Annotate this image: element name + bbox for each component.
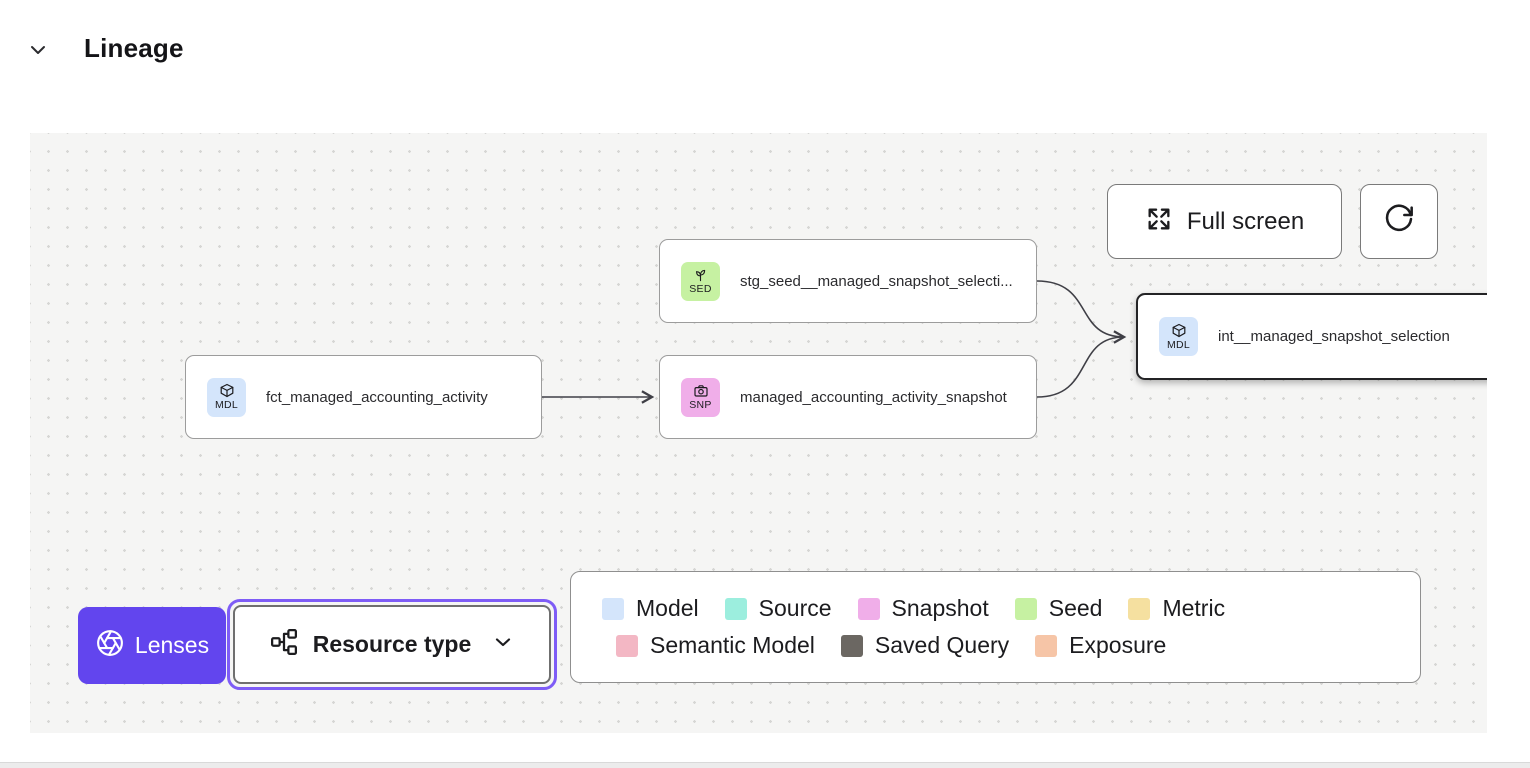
cube-icon [1172, 323, 1185, 337]
node-label: fct_managed_accounting_activity [266, 388, 488, 406]
fullscreen-button[interactable]: Full screen [1107, 184, 1342, 259]
resource-type-legend: Model Source Snapshot Seed Metric [570, 571, 1421, 683]
legend-item-model: Model [602, 595, 699, 622]
legend-item-source: Source [724, 595, 832, 622]
section-divider [0, 762, 1530, 768]
model-badge: MDL [1159, 317, 1198, 356]
legend-item-metric: Metric [1128, 595, 1225, 622]
camera-icon [693, 385, 708, 397]
model-badge: MDL [207, 377, 246, 417]
lenses-button[interactable]: Lenses [78, 607, 226, 684]
section-header: Lineage [0, 0, 1530, 100]
source-swatch [724, 597, 747, 620]
legend-item-saved-query: Saved Query [840, 632, 1009, 659]
chevron-down-icon[interactable] [26, 38, 50, 62]
node-label: stg_seed__managed_snapshot_selecti... [740, 272, 1013, 290]
seed-badge: SED [681, 261, 720, 301]
fullscreen-label: Full screen [1186, 207, 1305, 235]
dag-node-seed[interactable]: SED stg_seed__managed_snapshot_selecti..… [659, 239, 1037, 323]
seed-swatch [1014, 597, 1037, 620]
dag-node-snapshot[interactable]: SNP managed_accounting_activity_snapshot [659, 355, 1037, 439]
chevron-down-icon [491, 630, 515, 659]
expand-icon [1145, 205, 1173, 238]
node-label: int__managed_snapshot_selection [1218, 328, 1450, 345]
metric-swatch [1128, 597, 1151, 620]
model-swatch [602, 597, 624, 620]
saved-query-swatch [840, 634, 863, 657]
legend-item-seed: Seed [1014, 595, 1102, 622]
dag-node-model-int-selected[interactable]: MDL int__managed_snapshot_selection [1136, 293, 1487, 380]
legend-item-semantic-model: Semantic Model [616, 632, 815, 659]
legend-row-2: Semantic Model Saved Query Exposure [616, 632, 1420, 659]
cube-icon [220, 383, 233, 398]
resource-type-focus-ring: Resource type [227, 599, 557, 690]
node-label: managed_accounting_activity_snapshot [740, 388, 1007, 406]
resource-type-dropdown[interactable]: Resource type [233, 605, 551, 684]
exposure-swatch [1035, 634, 1058, 657]
aperture-icon [95, 628, 125, 663]
semantic-model-swatch [616, 634, 638, 657]
snapshot-badge: SNP [681, 377, 720, 417]
resource-type-label: Resource type [312, 631, 472, 657]
legend-item-exposure: Exposure [1035, 632, 1166, 659]
page-title: Lineage [84, 33, 184, 63]
lenses-label: Lenses [134, 632, 210, 658]
legend-row-1: Model Source Snapshot Seed Metric [602, 595, 1420, 622]
legend-item-snapshot: Snapshot [857, 595, 989, 622]
dag-node-model-fct[interactable]: MDL fct_managed_accounting_activity [185, 355, 542, 439]
seed-icon [696, 269, 706, 281]
lineage-canvas[interactable]: Full screen SED stg_seed__managed_snapsh [30, 133, 1487, 733]
refresh-icon [1383, 203, 1415, 240]
refresh-button[interactable] [1360, 184, 1438, 259]
hierarchy-icon [269, 627, 299, 662]
snapshot-swatch [857, 597, 880, 620]
